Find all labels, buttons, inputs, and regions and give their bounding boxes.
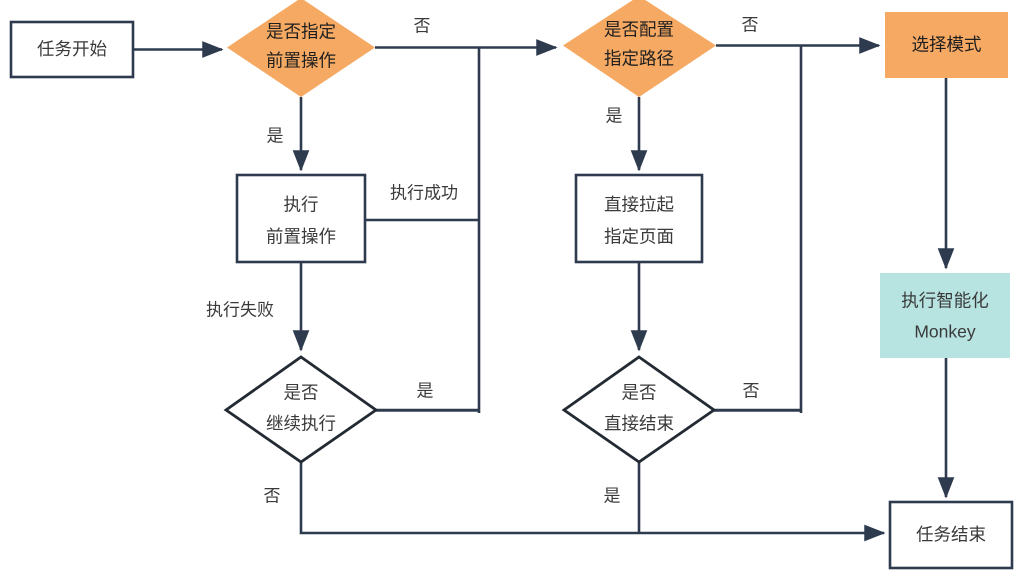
edge-label-finish-yes: 是 xyxy=(604,486,621,505)
node-exec-pre[interactable]: 执行 前置操作 xyxy=(235,173,367,264)
node-dec-finish-label-line1: 是否 xyxy=(622,383,657,403)
edge-dec-pre-no: 否 xyxy=(375,16,558,413)
node-dec-pre-label-line1: 是否指定 xyxy=(266,22,336,42)
node-exec-pre-label-line1: 执行 xyxy=(284,195,319,215)
node-dec-pre-label-line2: 前置操作 xyxy=(266,51,336,71)
edge-dec-path-yes: 是 xyxy=(606,97,648,172)
node-dec-continue-label-line1: 是否 xyxy=(284,383,319,403)
edge-exec-pre-success: 执行成功 xyxy=(365,183,479,222)
edge-label-continue-yes: 是 xyxy=(417,381,434,400)
node-select-mode-label: 选择模式 xyxy=(912,35,982,55)
edge-dec-pre-yes: 是 xyxy=(267,97,310,172)
edge-label-dec-path-no: 否 xyxy=(742,15,759,34)
edge-label-dec-pre-no: 否 xyxy=(414,16,431,35)
node-launch-page-label-line1: 直接拉起 xyxy=(604,195,674,215)
node-end-label: 任务结束 xyxy=(916,525,986,545)
edge-label-exec-success: 执行成功 xyxy=(390,183,458,202)
node-dec-path-label-line2: 指定路径 xyxy=(604,49,674,69)
edge-label-exec-fail: 执行失败 xyxy=(206,300,274,319)
node-start[interactable]: 任务开始 xyxy=(9,20,135,79)
node-end[interactable]: 任务结束 xyxy=(888,500,1014,570)
edge-dec-continue-no: 否 xyxy=(264,462,886,542)
edge-exec-pre-fail: 执行失败 xyxy=(206,262,310,352)
node-exec-pre-label-line2: 前置操作 xyxy=(266,227,336,247)
node-dec-continue-label-line2: 继续执行 xyxy=(266,414,336,434)
node-dec-finish[interactable]: 是否 直接结束 xyxy=(561,355,717,464)
node-select-mode[interactable]: 选择模式 xyxy=(885,12,1008,78)
edge-dec-continue-yes: 是 xyxy=(376,381,479,412)
edge-dec-path-no: 否 xyxy=(716,15,881,413)
node-start-label: 任务开始 xyxy=(37,39,107,59)
node-dec-path[interactable]: 是否配置 指定路径 xyxy=(563,0,716,97)
edge-label-dec-path-yes: 是 xyxy=(606,106,623,125)
node-monkey[interactable]: 执行智能化 Monkey xyxy=(880,273,1010,358)
edge-dec-finish-no: 否 xyxy=(714,381,801,412)
node-dec-path-label-line1: 是否配置 xyxy=(604,20,674,40)
edge-dec-finish-yes: 是 xyxy=(604,462,641,533)
edge-label-dec-pre-yes: 是 xyxy=(267,126,284,145)
node-launch-page-label-line2: 指定页面 xyxy=(604,227,674,247)
edge-label-finish-no: 否 xyxy=(743,381,760,400)
node-monkey-label-line2: Monkey xyxy=(914,322,976,342)
edge-label-continue-no: 否 xyxy=(264,486,281,505)
node-monkey-label-line1: 执行智能化 xyxy=(901,291,989,311)
node-launch-page[interactable]: 直接拉起 指定页面 xyxy=(574,173,704,264)
node-dec-finish-label-line2: 直接结束 xyxy=(604,414,674,434)
node-dec-continue[interactable]: 是否 继续执行 xyxy=(223,355,379,464)
node-dec-pre[interactable]: 是否指定 前置操作 xyxy=(227,0,375,97)
